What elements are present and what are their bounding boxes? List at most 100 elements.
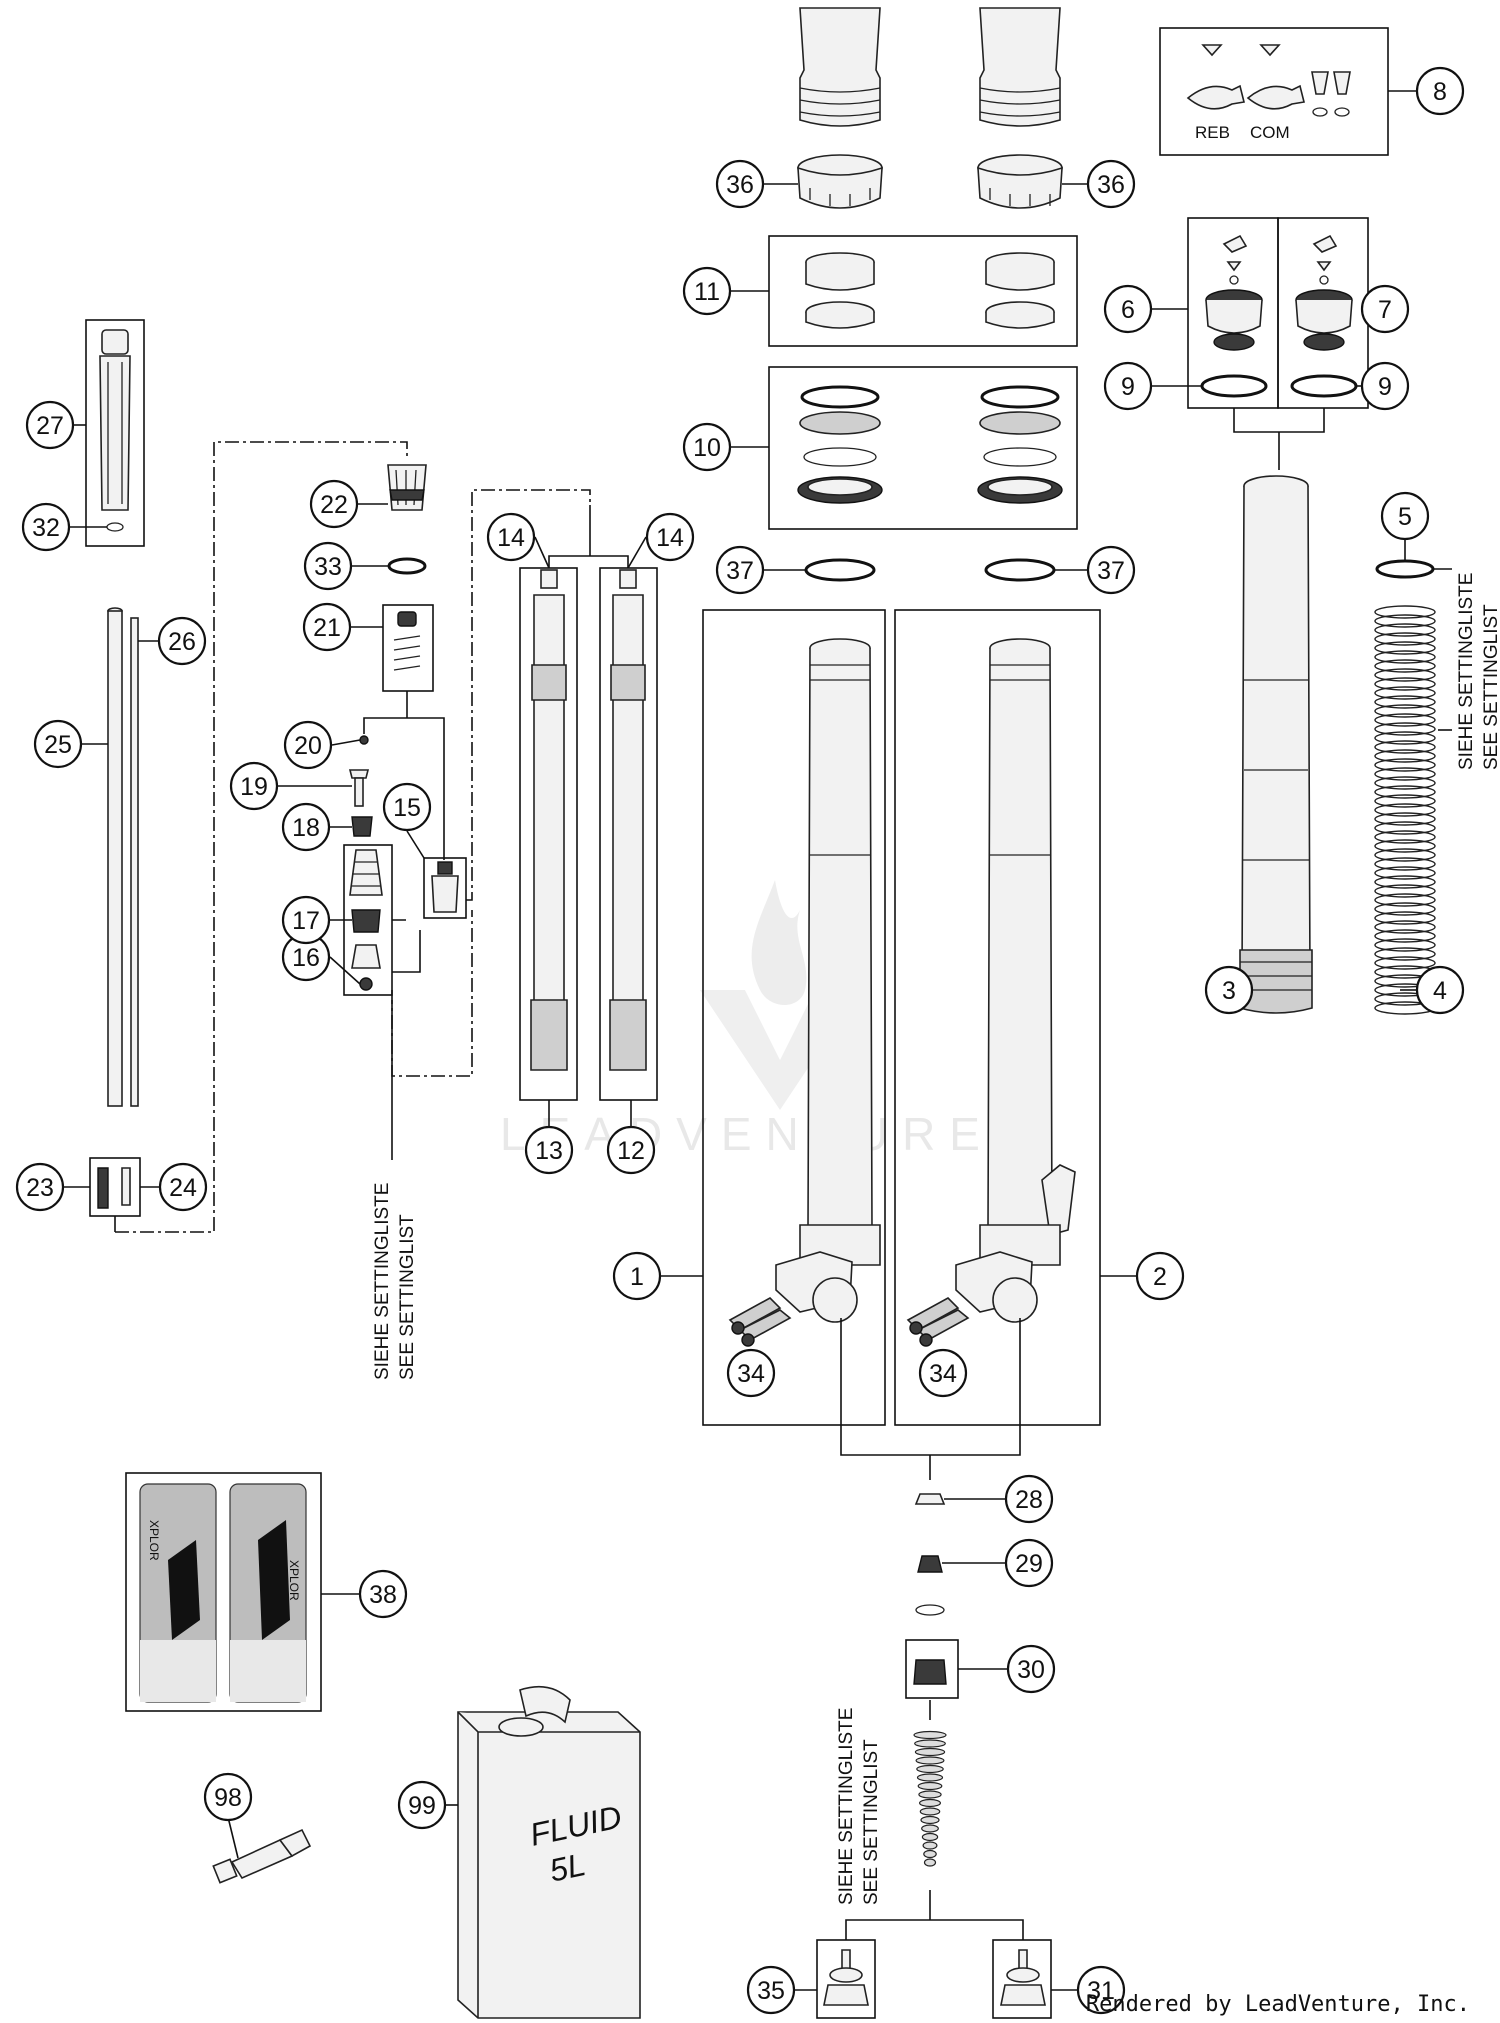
render-credit: Rendered by LeadVenture, Inc. — [1085, 1992, 1470, 2017]
callout-circle — [682, 422, 732, 472]
spring-coil — [1374, 614, 1436, 628]
callout-circle — [1360, 284, 1410, 334]
reb-label: REB — [1195, 123, 1230, 142]
spring-coil — [1374, 956, 1436, 970]
callout-25: 25 — [33, 719, 83, 769]
decal-brand-text-left: XPLOR — [147, 1520, 161, 1561]
callout-circle — [302, 602, 352, 652]
adjuster-knob-set — [1186, 44, 1351, 117]
tool-27-box — [85, 319, 145, 547]
callout-number: 26 — [168, 628, 196, 656]
callout-6: 6 — [1103, 284, 1153, 334]
base-valve-35-box — [816, 1939, 876, 2019]
spring-coil — [1374, 731, 1436, 745]
bushings — [805, 252, 1055, 329]
callout-number: 9 — [1121, 373, 1135, 401]
outer-tube-2-box — [894, 609, 1101, 1426]
callout-circle — [1360, 361, 1410, 411]
valve-15-box — [423, 857, 467, 919]
callout-circle — [309, 479, 359, 529]
callout-circle — [158, 1162, 208, 1212]
cartridge-12 — [609, 569, 647, 1071]
clamp-ring-36-left — [797, 154, 883, 209]
ball-20 — [359, 735, 369, 745]
clamp-ring-36-right — [977, 154, 1063, 209]
wiper-ring-37-left — [804, 558, 876, 582]
callout-circle — [1415, 965, 1465, 1015]
spring-coil — [1374, 929, 1436, 943]
callout-5: 5 — [1380, 491, 1430, 541]
cartridge-13 — [530, 569, 568, 1071]
spring-coil — [1374, 794, 1436, 808]
callout-number: 14 — [497, 524, 525, 552]
callout-27: 27 — [25, 400, 75, 450]
callout-circle — [486, 512, 536, 562]
callout-circle — [229, 761, 279, 811]
callout-number: 36 — [1097, 171, 1125, 199]
fork-cap-right — [979, 7, 1061, 127]
settings-note-en-left: SEE SETTINGLIST — [397, 1214, 418, 1380]
callout-number: 33 — [314, 553, 342, 581]
callout-circle — [1004, 1474, 1054, 1524]
shim-disc — [914, 1747, 946, 1757]
callout-circle — [715, 545, 765, 595]
valve-16-17 — [349, 849, 383, 991]
callout-21: 21 — [302, 602, 352, 652]
nut-18 — [351, 816, 373, 837]
fork-cap-left — [799, 7, 881, 127]
outer-tube-1-box — [702, 609, 886, 1426]
callout-circle — [358, 1569, 408, 1619]
callout-20: 20 — [283, 720, 333, 770]
spring-coil — [1374, 821, 1436, 835]
callout-8: 8 — [1415, 66, 1465, 116]
damper-stack — [905, 1493, 959, 1720]
callout-9: 9 — [1360, 361, 1410, 411]
spring-coil — [1374, 857, 1436, 871]
spring-coil — [1374, 776, 1436, 790]
base-valve-31-box — [992, 1939, 1052, 2019]
spring-coil — [1374, 722, 1436, 736]
callout-number: 3 — [1222, 977, 1236, 1005]
callout-circle — [33, 719, 83, 769]
spring-coil — [1374, 902, 1436, 916]
decal-set-box — [125, 1472, 322, 1712]
spring-coil — [1374, 704, 1436, 718]
callout-circle — [382, 782, 432, 832]
callout-number: 23 — [26, 1174, 54, 1202]
callout-16: 16 — [281, 932, 331, 982]
callout-circle — [1076, 1965, 1126, 2015]
spring-seat-5 — [1375, 559, 1435, 579]
callout-10: 10 — [682, 422, 732, 472]
callout-circle — [746, 1965, 796, 2015]
callout-number: 25 — [44, 731, 72, 759]
callout-number: 10 — [693, 434, 721, 462]
shim-disc — [921, 1832, 939, 1842]
settings-note-de-left: SIEHE SETTINGLISTE — [372, 1183, 393, 1380]
valve-15 — [431, 861, 459, 913]
callout-circle — [645, 512, 695, 562]
callout-number: 18 — [292, 814, 320, 842]
spring-coil — [1374, 758, 1436, 772]
callout-number: 34 — [929, 1360, 957, 1388]
callout-circle — [1086, 545, 1136, 595]
callout-38: 38 — [358, 1569, 408, 1619]
callout-12: 12 — [606, 1125, 656, 1175]
leader-lines — [64, 90, 1416, 1991]
callout-number: 37 — [726, 557, 754, 585]
callout-number: 22 — [320, 491, 348, 519]
callout-23: 23 — [15, 1162, 65, 1212]
callout-circle — [524, 1125, 574, 1175]
callout-number: 98 — [214, 1784, 242, 1812]
settings-note-de-center: SIEHE SETTINGLISTE — [836, 1708, 857, 1905]
callout-number: 15 — [393, 794, 421, 822]
rod-25 — [107, 607, 123, 1107]
spring-coil — [1374, 803, 1436, 817]
spring-coil — [1374, 713, 1436, 727]
callout-number: 12 — [617, 1137, 645, 1165]
callout-number: 1 — [630, 1263, 644, 1291]
callout-number: 28 — [1015, 1486, 1043, 1514]
needle-19 — [348, 769, 370, 807]
spring-coil — [1374, 650, 1436, 664]
callout-34: 34 — [918, 1348, 968, 1398]
outer-tube-1 — [728, 638, 881, 1347]
